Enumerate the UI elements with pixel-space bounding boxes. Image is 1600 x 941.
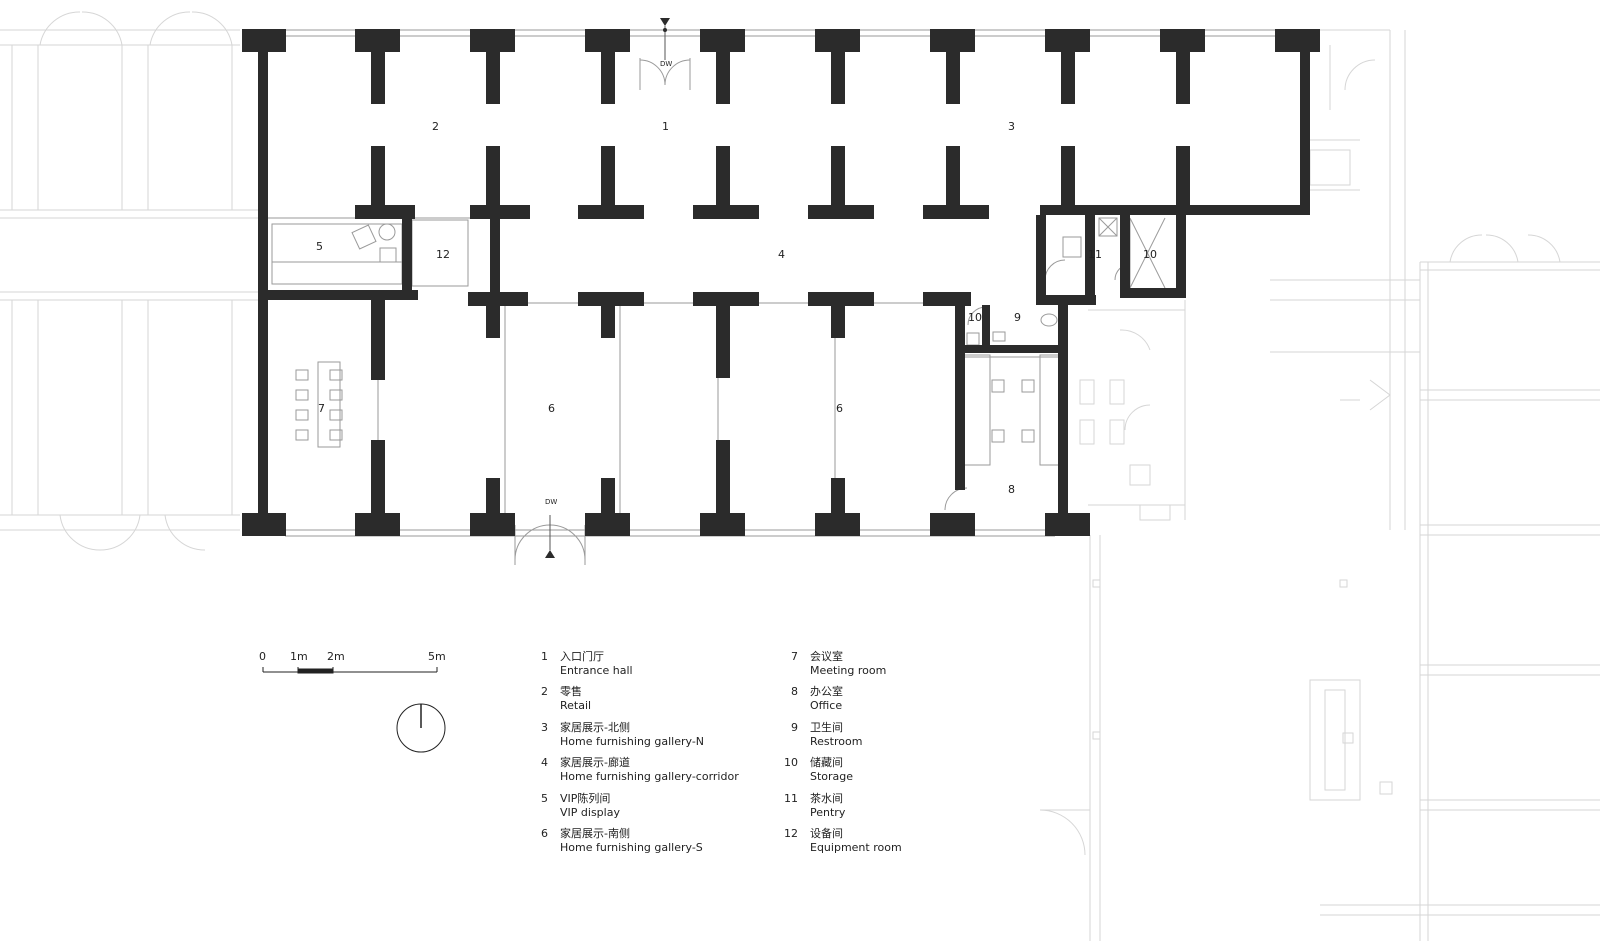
legend-zh: 卫生间 <box>810 720 843 734</box>
legend-en: Retail <box>560 699 592 713</box>
entrance-markers <box>545 18 670 558</box>
room-label-7: 7 <box>318 402 325 415</box>
interior-lines <box>262 29 1275 565</box>
scale-label-2m: 2m <box>327 650 345 663</box>
legend-en: Entrance hall <box>560 664 633 677</box>
legend-zh: 家居展示-廊道 <box>560 756 630 770</box>
room-label-8: 8 <box>1008 483 1015 496</box>
room-label-10b: 10 <box>1143 248 1157 261</box>
legend-en: Home furnishing gallery-corridor <box>560 770 739 784</box>
legend-zh: VIP陈列间 <box>560 791 611 805</box>
legend-zh: 设备间 <box>810 826 843 840</box>
legend-num: 5 <box>541 791 548 805</box>
legend-zh: 零售 <box>560 685 582 699</box>
scale-label-1m: 1m <box>290 650 308 663</box>
room-label-12: 12 <box>436 248 450 261</box>
legend-zh: 入口门厅 <box>560 650 604 663</box>
walls <box>242 29 1320 536</box>
legend-zh: 茶水间 <box>810 791 843 805</box>
room-label-3: 3 <box>1008 120 1015 133</box>
scale-label-5m: 5m <box>428 650 446 663</box>
legend-en: Storage <box>810 770 854 784</box>
legend-num: 9 <box>791 720 798 734</box>
legend-zh: 家居展示-南侧 <box>560 826 630 840</box>
legend-en: Office <box>810 699 843 713</box>
legend-en: Pentry <box>810 805 846 819</box>
legend-num: 3 <box>541 720 548 734</box>
room-label-6a: 6 <box>548 402 555 415</box>
legend-num: 6 <box>541 826 548 840</box>
legend-en: Equipment room <box>810 840 902 854</box>
legend-en: Restroom <box>810 734 863 748</box>
legend-en: Meeting room <box>810 664 887 677</box>
legend-zh: 会议室 <box>810 650 843 663</box>
legend-zh: 家居展示-北侧 <box>560 720 630 734</box>
legend-zh: 办公室 <box>810 685 843 699</box>
legend-num: 8 <box>791 685 798 699</box>
legend-num: 10 <box>784 756 798 770</box>
context-lines <box>0 11 1600 941</box>
room-label-5: 5 <box>316 240 323 253</box>
room-label-11: 11 <box>1088 248 1102 261</box>
legend-num: 11 <box>784 791 798 805</box>
room-labels: 1 2 3 4 5 12 6 6 7 8 9 10 10 11 DW DW <box>316 60 1157 506</box>
scale-bar <box>262 667 438 674</box>
room-label-4: 4 <box>778 248 785 261</box>
door-label-south: DW <box>545 498 557 506</box>
legend-en: Home furnishing gallery-N <box>560 734 705 748</box>
legend-num: 12 <box>784 826 798 840</box>
legend-zh: 储藏间 <box>810 756 843 770</box>
legend-num: 2 <box>541 685 548 699</box>
room-label-6b: 6 <box>836 402 843 415</box>
legend-num: 1 <box>541 650 548 663</box>
room-label-10a: 10 <box>968 311 982 324</box>
room-label-9: 9 <box>1014 311 1021 324</box>
north-compass <box>396 703 446 753</box>
room-label-2: 2 <box>432 120 439 133</box>
legend-num: 7 <box>791 650 798 663</box>
legend-en: VIP display <box>560 805 620 819</box>
legend-en: Home furnishing gallery-S <box>560 840 703 854</box>
scale-label-0: 0 <box>259 650 266 663</box>
room-label-1: 1 <box>662 120 669 133</box>
legend-num: 4 <box>541 756 548 770</box>
door-label-north: DW <box>660 60 672 68</box>
